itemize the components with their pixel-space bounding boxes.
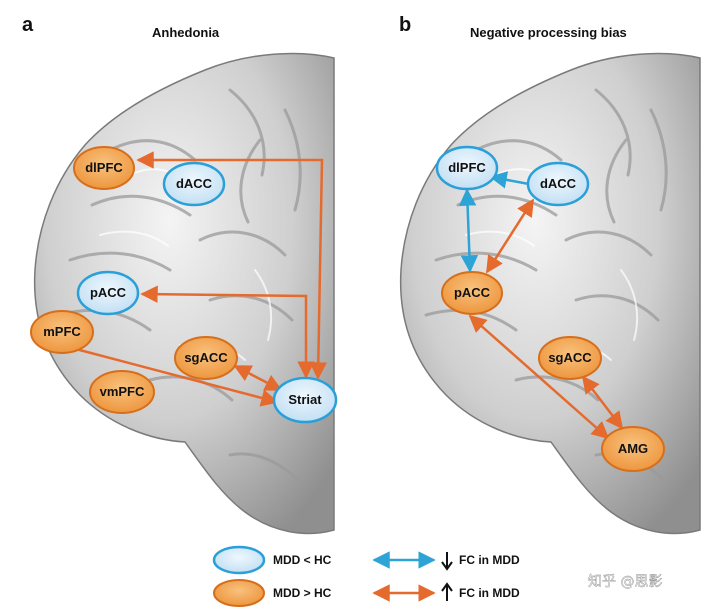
edge-mpfc-striat: [71, 346, 279, 407]
node-label: pACC: [454, 285, 491, 300]
node-label: dACC: [176, 176, 213, 191]
node-b-dacc: dACC: [526, 161, 590, 207]
node-b-dlpfc: dlPFC: [435, 145, 499, 191]
edge-sgacc-striat: [233, 364, 283, 392]
node-b-pacc: pACC: [441, 271, 503, 315]
legend: MDD < HC MDD > HC FC in MDD FC in MDD: [212, 545, 520, 607]
node-a-dacc: dACC: [162, 161, 226, 207]
node-b-amg: AMG: [601, 426, 665, 472]
node-label: sgACC: [548, 350, 592, 365]
node-label: AMG: [618, 441, 648, 456]
legend-blue-swatch: [212, 545, 266, 575]
watermark: 知乎 @思影: [588, 573, 662, 590]
panel-b-title: Negative processing bias: [470, 25, 627, 40]
panel-b-letter: b: [399, 14, 411, 36]
edge-sgacc-amg: [581, 375, 624, 430]
node-label: dlPFC: [85, 160, 123, 175]
node-label: dlPFC: [448, 160, 486, 175]
node-a-striat: Striat: [272, 376, 338, 424]
panel-a-letter: a: [22, 14, 34, 36]
legend-orange-swatch: [213, 579, 265, 607]
edge-pacc-dacc: [485, 198, 535, 274]
node-a-mpfc: mPFC: [30, 310, 94, 354]
edge-pacc-striat: [140, 285, 315, 379]
up-arrow-icon: [441, 582, 453, 601]
edge-dlpfc-pacc: [458, 188, 479, 273]
edge-dlpfc-dacc: [489, 171, 530, 189]
node-label: pACC: [90, 285, 127, 300]
node-label: dACC: [540, 176, 577, 191]
legend-blue-label: MDD < HC: [273, 553, 332, 567]
node-label: vmPFC: [100, 384, 145, 399]
node-a-sgacc: sgACC: [174, 336, 238, 380]
node-label: sgACC: [184, 350, 228, 365]
node-label: mPFC: [43, 324, 81, 339]
legend-fc-down-label: FC in MDD: [459, 553, 520, 567]
node-a-vmpfc: vmPFC: [89, 370, 155, 414]
edges-panel-b: [458, 171, 624, 440]
edges-panel-a: [71, 151, 328, 407]
edge-dlpfc-striat: [136, 151, 328, 380]
node-label: Striat: [288, 392, 322, 407]
node-a-pacc: pACC: [76, 270, 140, 316]
node-b-sgacc: sgACC: [538, 336, 602, 380]
down-arrow-icon: [441, 552, 453, 571]
legend-orange-label: MDD > HC: [273, 586, 332, 600]
legend-fc-up-label: FC in MDD: [459, 586, 520, 600]
node-a-dlpfc: dlPFC: [73, 146, 135, 190]
panel-a-title: Anhedonia: [152, 25, 220, 40]
